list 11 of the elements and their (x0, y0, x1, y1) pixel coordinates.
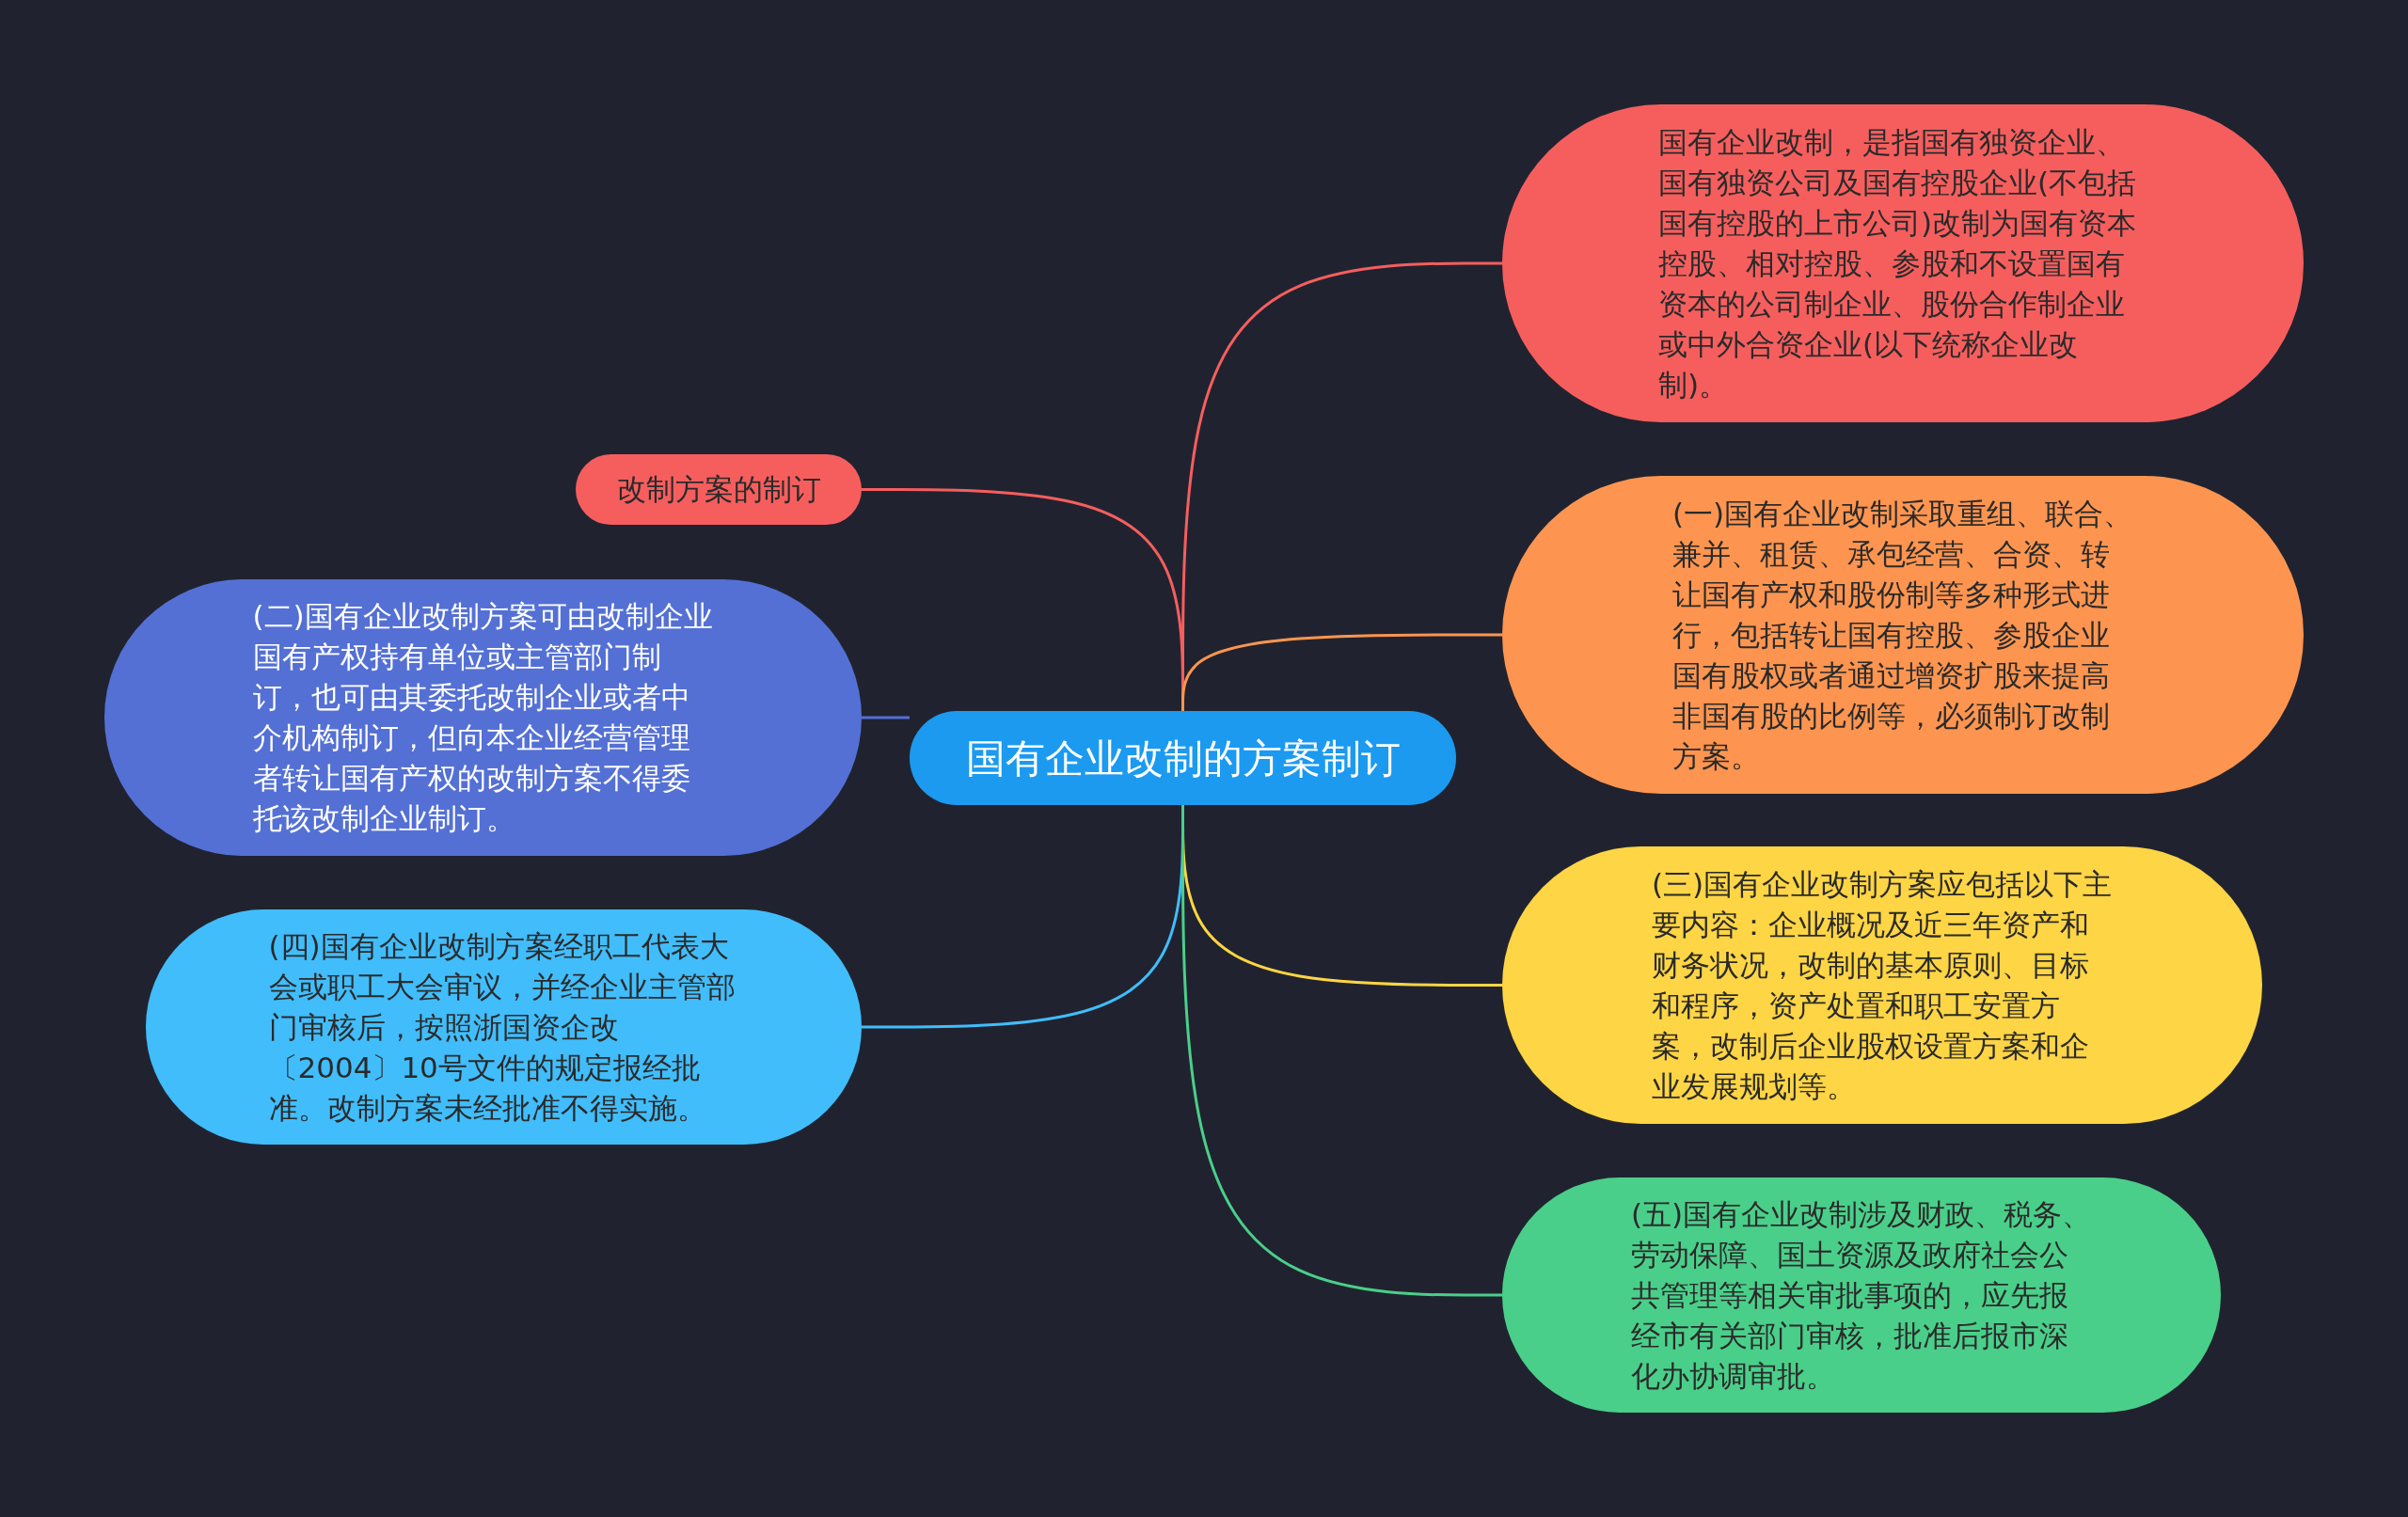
topic-text: (一)国有企业改制采取重组、联合、兼并、租赁、承包经营、合资、转让国有产权和股份制等多种形式进行，包括转让国有控股、参股企业国有股权或者通过增资扩股来提高非国有股的比例等，必须制订改制方案。 (1672, 495, 2133, 775)
connector-line (862, 716, 910, 719)
topic-text: 国有企业改制的方案制订 (965, 734, 1401, 783)
topic-text: (五)国有企业改制涉及财政、税务、劳动保障、国土资源及政府社会公共管理等相关审批事项的，应先报经市有关部门审核，批准后报市深化办协调审批。 (1631, 1195, 2092, 1395)
topic-text: (四)国有企业改制方案经职工代表大会或职工大会审议，并经企业主管部门审核后，按照浙国资企改〔2004〕10号文件的规定报经批准。改制方案未经批准不得实施。 (268, 927, 737, 1127)
connector-line (1181, 633, 1502, 711)
topic-text: (三)国有企业改制方案应包括以下主要内容：企业概况及近三年资产和财务状况，改制的基本原则、目标和程序，资产处置和职工安置方案，改制后企业股权设置方案和企业发展规划等。 (1652, 865, 2113, 1105)
connector-line (1181, 805, 1502, 1297)
topic-text: (二)国有企业改制方案可由改制企业国有产权持有单位或主管部门制订，也可由其委托改制企业或者中介机构制订，但向本企业经营管理者转让国有产权的改制方案不得委托该改制企业制订。 (252, 598, 714, 837)
topic-text: 改制方案的制订 (616, 471, 821, 508)
topic-text: 国有企业改制，是指国有独资企业、国有独资公司及国有控股企业(不包括国有控股的上市公司)改制为国有资本控股、相对控股、参股和不设置国有资本的公司制企业、股份合作制企业或中外合资企业(以下统称企业改制)。 (1658, 123, 2138, 403)
